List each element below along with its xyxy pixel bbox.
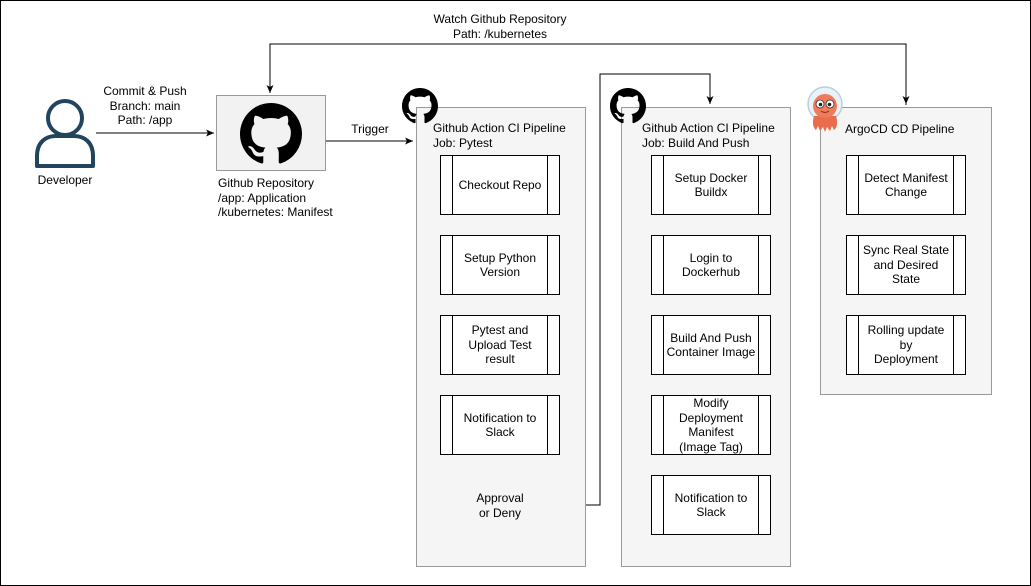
step-build-push: Build And Push Container Image [651, 315, 771, 375]
repository-node [216, 95, 326, 171]
repository-label: Github Repository /app: Application /kub… [218, 176, 333, 219]
step-setup-buildx: Setup Docker Buildx [651, 155, 771, 215]
github-icon [402, 88, 438, 124]
decision-label: Approval or Deny [476, 491, 524, 520]
step-pytest-upload: Pytest and Upload Test result [440, 315, 560, 375]
person-icon [35, 99, 95, 168]
step-login-dockerhub: Login to Dockerhub [651, 235, 771, 295]
lane-ci-pytest-title: Github Action CI Pipeline Job: Pytest [433, 121, 566, 150]
github-icon [610, 88, 646, 124]
step-notify-slack: Notification to Slack [440, 395, 560, 455]
step-sync-state: Sync Real State and Desired State [846, 235, 966, 295]
lane-cd-argocd-title: ArgoCD CD Pipeline [845, 122, 955, 136]
lane-ci-build-title: Github Action CI Pipeline Job: Build And… [642, 121, 775, 150]
step-notify-slack-build: Notification to Slack [651, 475, 771, 535]
step-modify-manifest: Modify Deployment Manifest (Image Tag) [651, 395, 771, 455]
argocd-icon [807, 86, 843, 132]
step-detect-manifest: Detect Manifest Change [846, 155, 966, 215]
github-icon [240, 103, 302, 164]
watch-label: Watch Github Repository Path: /kubernete… [433, 12, 567, 41]
commit-push-label: Commit & Push Branch: main Path: /app [103, 84, 187, 127]
developer-label: Developer [37, 173, 93, 187]
step-setup-python: Setup Python Version [440, 235, 560, 295]
step-checkout-repo: Checkout Repo [440, 155, 560, 215]
trigger-label: Trigger [351, 122, 389, 136]
step-rolling-update: Rolling update by Deployment [846, 315, 966, 375]
